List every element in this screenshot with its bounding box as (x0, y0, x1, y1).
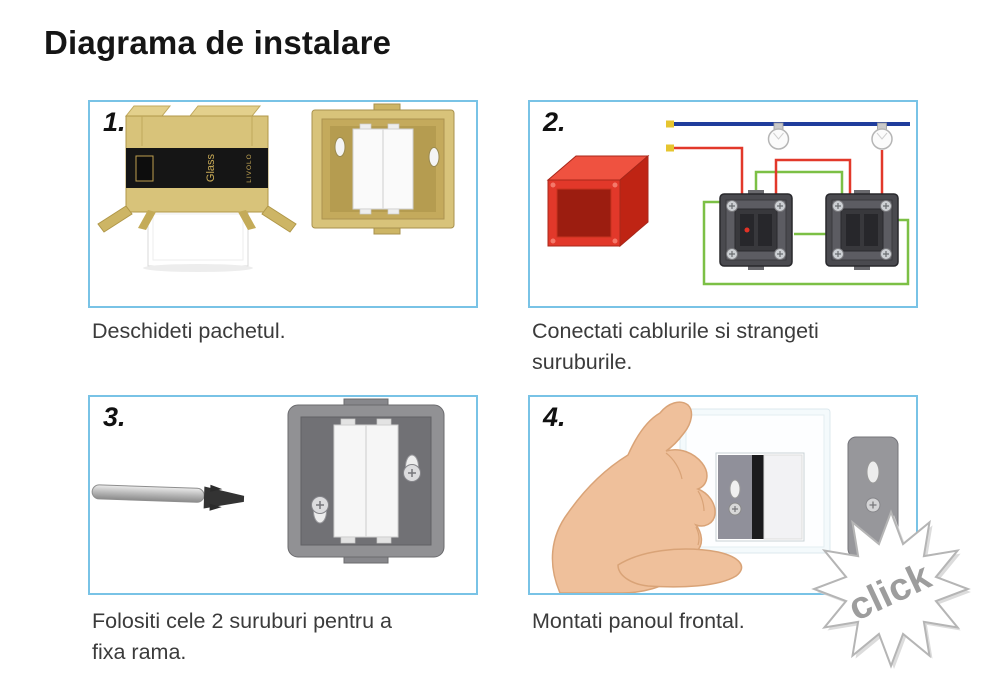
click-burst: click (811, 509, 971, 669)
wiring-illustration (546, 120, 910, 286)
light-bulb-icon (871, 122, 893, 150)
red-wires (674, 146, 884, 194)
step-3-panel: 3. (88, 395, 478, 595)
step-4-panel: 4. (528, 395, 918, 595)
hand-illustration (551, 401, 743, 593)
keyhole-slot (334, 137, 346, 157)
step-3-caption: Folositi cele 2 suruburi pentru a fixa r… (92, 609, 392, 664)
switch-module (825, 190, 899, 270)
switch-module (719, 190, 793, 270)
step-1-number: 1. (103, 107, 126, 137)
step-2-panel: 2. (528, 100, 918, 308)
step-3-number: 3. (103, 402, 126, 432)
mounting-frame (287, 398, 445, 564)
step-2-caption: Conectati cablurile si strangeti surubur… (532, 319, 819, 374)
step-4-caption: Montati panoul frontal. (532, 609, 745, 633)
screw-mounting-illustration (91, 398, 445, 564)
package-brand-label: LIVOLO (246, 153, 253, 182)
step-1-panel: 1. Glass LIVOLO (88, 100, 478, 308)
wire-end-tip (666, 144, 674, 152)
front-panel-illustration (551, 401, 899, 593)
green-wires (702, 170, 910, 286)
glass-panel (679, 408, 831, 554)
gold-frame (311, 103, 455, 235)
power-line-blue (666, 120, 910, 128)
box-flap-left (97, 205, 133, 233)
package-illustration: Glass LIVOLO (97, 103, 455, 272)
light-bulb-icon (767, 122, 790, 150)
package-box: Glass LIVOLO (97, 105, 297, 272)
keyhole-slot (428, 147, 440, 167)
step-4-number: 4. (543, 402, 566, 432)
screwdriver-icon (91, 484, 245, 511)
step-1-caption: Deschideti pachetul. (92, 319, 286, 343)
thumb (617, 548, 743, 588)
step-2-number: 2. (543, 107, 566, 137)
package-glass-label: Glass (205, 153, 217, 182)
box-flap-right (261, 205, 297, 233)
page-title: Diagrama de instalare (44, 24, 392, 61)
flush-mount-box (546, 154, 650, 248)
